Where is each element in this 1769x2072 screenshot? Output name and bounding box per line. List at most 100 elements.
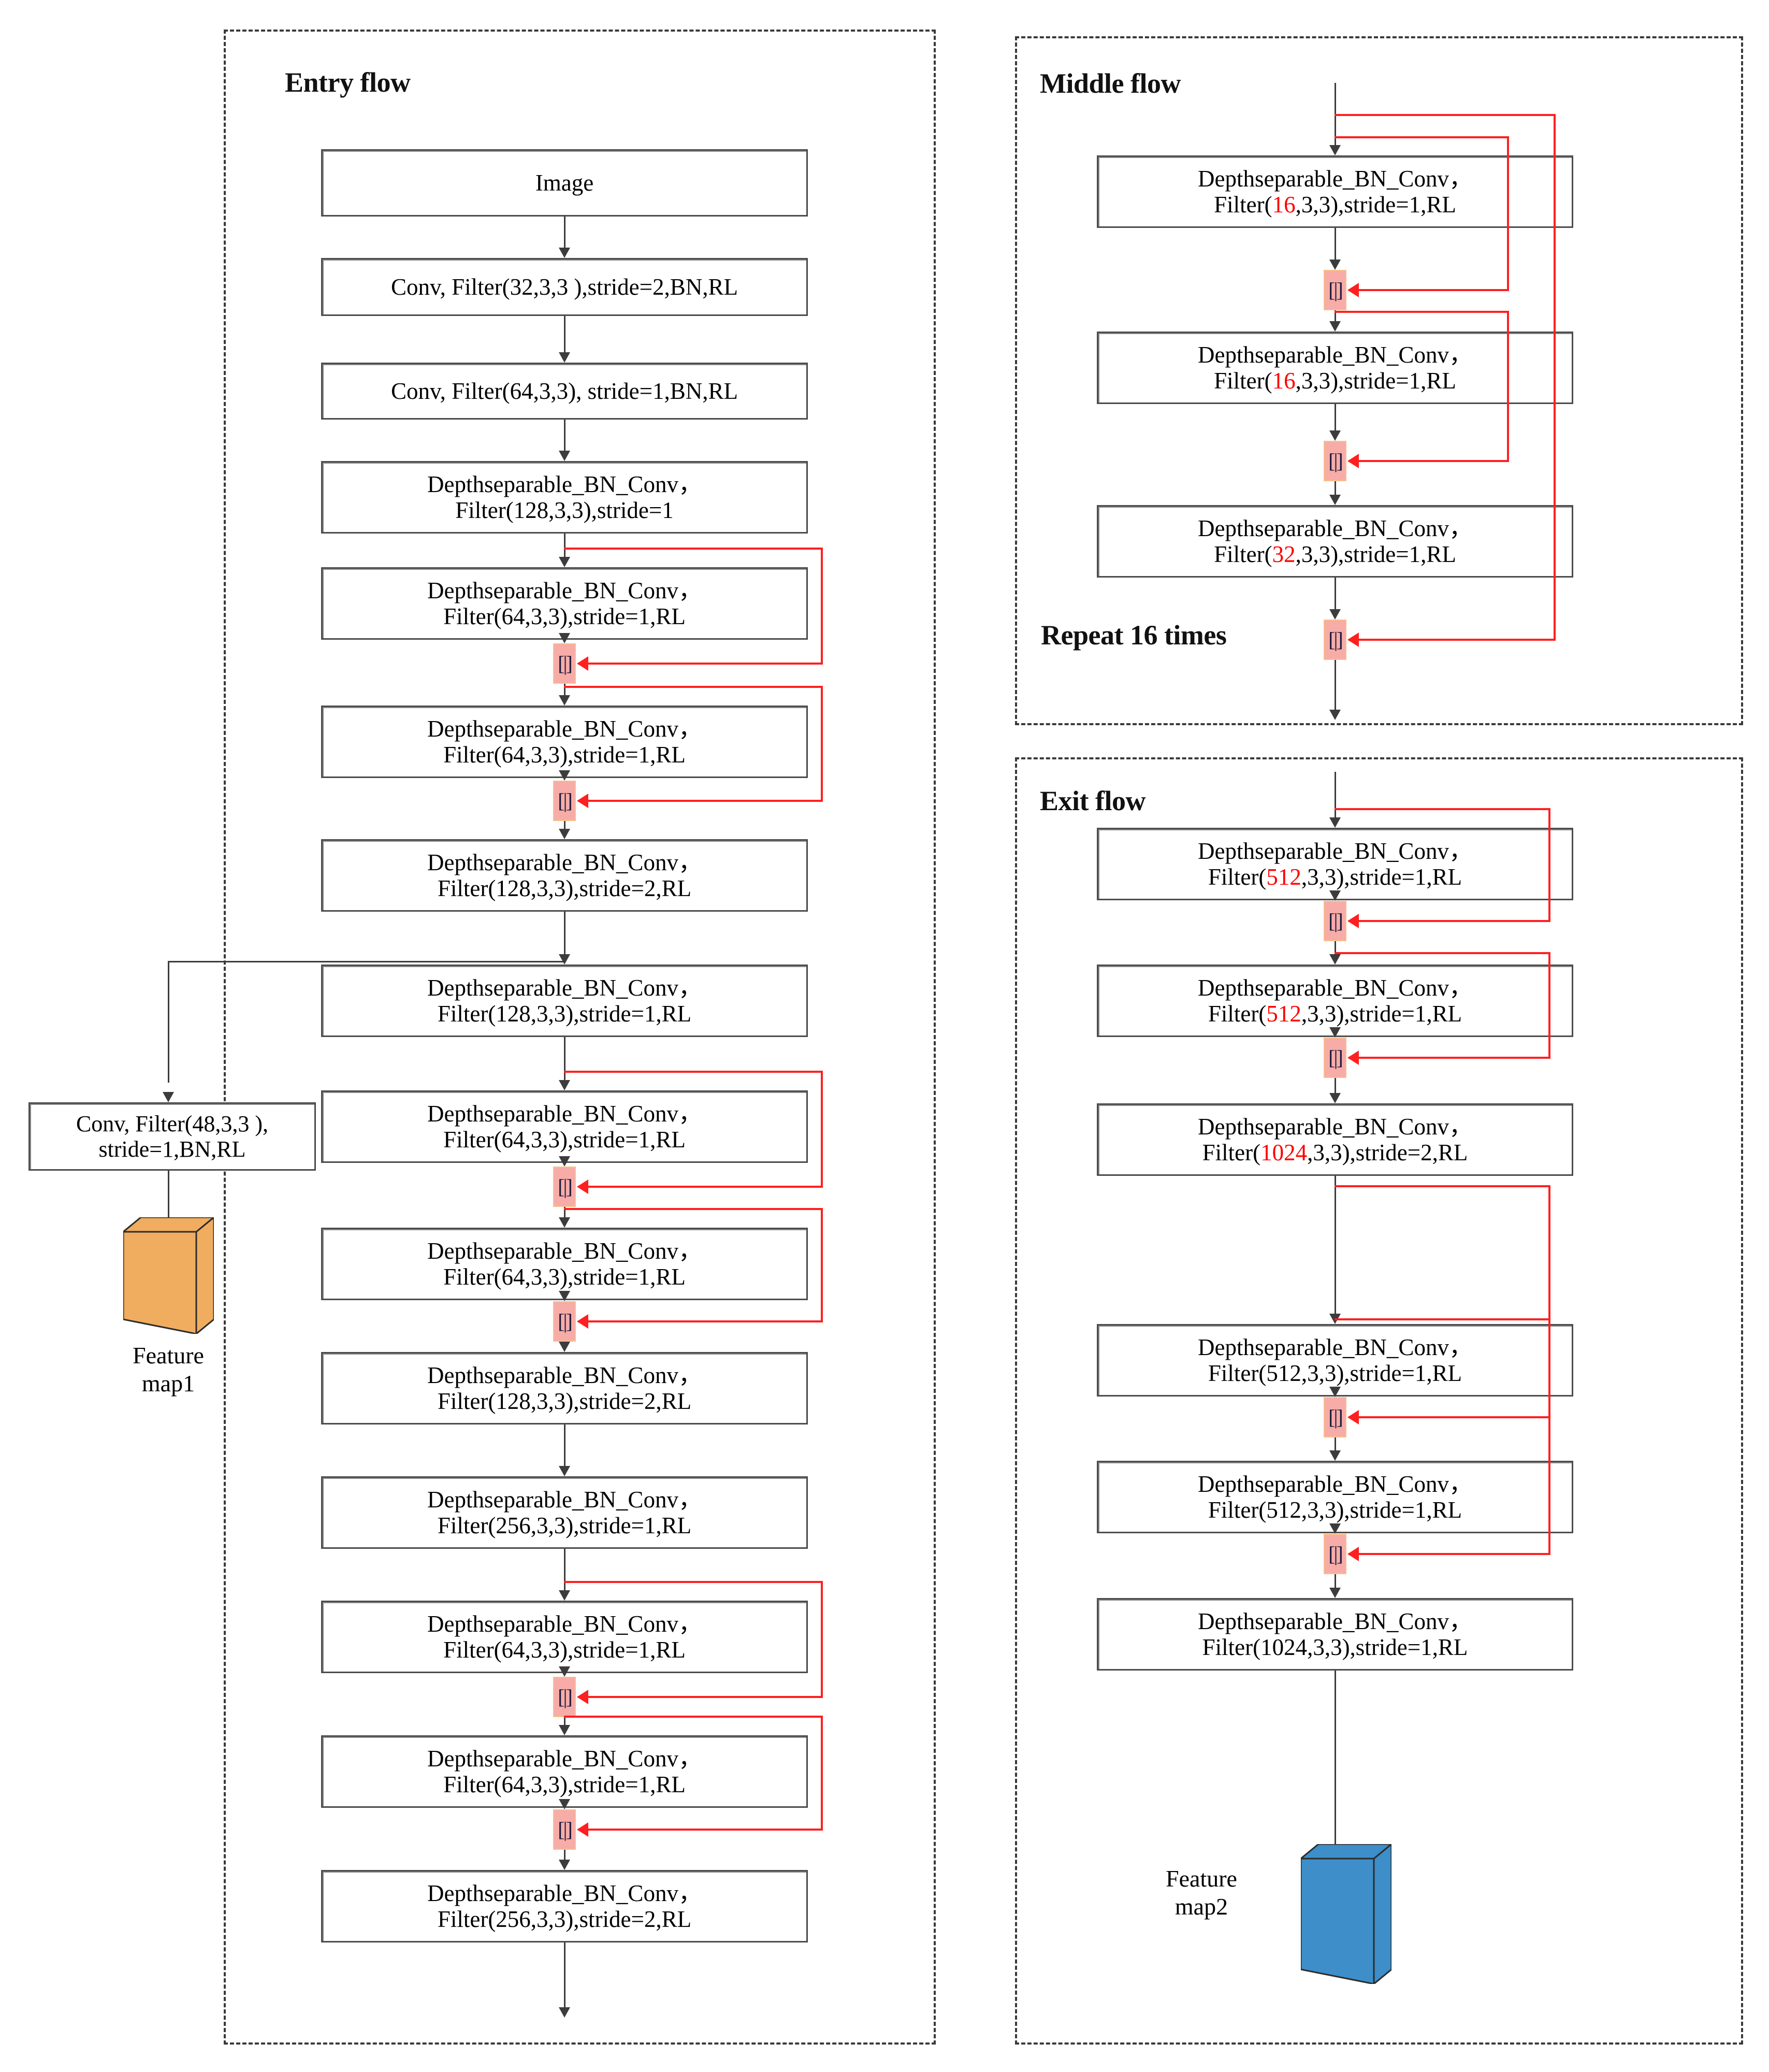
box-line-filter: Filter(1024,3,3),stride=2,RL (1202, 1140, 1468, 1166)
box-line-filter: Filter(512,3,3),stride=1,RL (1208, 1497, 1462, 1523)
feature-map-label-line: Feature (133, 1342, 204, 1369)
exit-res-arrow-3 (1347, 1547, 1359, 1561)
middle-res-top-0 (1335, 114, 1555, 116)
entry-res-bottom-5 (578, 800, 823, 802)
merge-glyph: [|] (558, 652, 573, 675)
exit-res-top-0 (1335, 808, 1550, 810)
middle-conn-0a-line (1335, 228, 1336, 261)
middle-merge-0: [|] (1324, 270, 1346, 310)
entry-res-arrow-13 (577, 1822, 588, 1837)
entry-conn-10-line (564, 1424, 566, 1467)
exit-conn-1b-arrow (1329, 1093, 1341, 1103)
exit-res-arrow-0 (1347, 914, 1359, 928)
filter-count: 512 (1266, 1497, 1301, 1523)
merge-glyph: [|] (1328, 1405, 1343, 1429)
box-line-filter: Filter(512,3,3),stride=1,RL (1208, 864, 1462, 890)
exit-conn-4b-line (1335, 1574, 1336, 1589)
exit-conn-3b-line (1335, 1437, 1336, 1451)
middle-res-bottom-1 (1349, 289, 1509, 291)
box-line: Filter(256,3,3),stride=2,RL (437, 1906, 692, 1932)
merge-glyph: [|] (558, 1175, 573, 1198)
entry-res-top-9 (564, 1208, 823, 1210)
exit-res-side-3 (1548, 1318, 1550, 1554)
entry-branch-v (168, 961, 169, 1083)
middle-res-side-2 (1507, 311, 1509, 461)
box-line: Filter(64,3,3),stride=1,RL (443, 1264, 686, 1290)
box-line: Conv, Filter(48,3,3 ), (76, 1111, 269, 1136)
exit-merge-3: [|] (1324, 1397, 1346, 1437)
box-line: Image (535, 169, 594, 196)
entry-res-side-8 (821, 1071, 823, 1187)
entry-block-e13: Depthseparable_BN_Conv，Filter(64,3,3),st… (321, 1735, 808, 1808)
merge-glyph: [|] (558, 789, 573, 812)
exit-merge-0: [|] (1324, 901, 1346, 941)
exit-res-bottom-2 (1349, 1416, 1550, 1418)
middle-res-side-1 (1507, 136, 1509, 290)
entry-conn-9a-arrow (559, 1291, 570, 1301)
entry-conn-13b-line (564, 1850, 566, 1861)
entry-res-bottom-4 (578, 663, 823, 665)
entry-conn-8b-arrow (559, 1217, 570, 1228)
entry-flow-group (224, 30, 936, 2045)
entry-conn-2-line (564, 420, 566, 452)
box-line: Filter(128,3,3),stride=2,RL (437, 1388, 692, 1414)
entry-conn-1-arrow (559, 352, 570, 363)
middle-outlet-line (1335, 660, 1336, 711)
box-line: Depthseparable_BN_Conv， (427, 1610, 702, 1637)
entry-conn-11-arrow (559, 1590, 570, 1601)
box-line: Depthseparable_BN_Conv， (1198, 1471, 1472, 1497)
entry-fm1-line (168, 1171, 169, 1234)
entry-conn-12b-line (564, 1717, 566, 1726)
exit-res-bottom-3 (1349, 1553, 1550, 1555)
middle-res-bottom-0 (1349, 639, 1556, 641)
entry-block-e5: Depthseparable_BN_Conv，Filter(64,3,3),st… (321, 706, 808, 778)
entry-res-top-13 (564, 1716, 823, 1718)
exit-res-side-0 (1548, 808, 1550, 921)
entry-conn-7-line (564, 1037, 566, 1081)
exit-block-x1: Depthseparable_BN_Conv，Filter(512,3,3),s… (1097, 965, 1573, 1037)
box-line: Depthseparable_BN_Conv， (427, 849, 702, 875)
entry-block-e6: Depthseparable_BN_Conv，Filter(128,3,3),s… (321, 839, 808, 912)
entry-res-side-4 (821, 548, 823, 664)
entry-block-e9: Depthseparable_BN_Conv，Filter(64,3,3),st… (321, 1228, 808, 1300)
box-line: Depthseparable_BN_Conv， (427, 1486, 702, 1513)
middle-conn-0a-arrow (1329, 260, 1341, 270)
box-line: Filter(128,3,3),stride=1,RL (437, 1001, 692, 1027)
middle-block-m1: Depthseparable_BN_Conv，Filter(16,3,3),st… (1097, 332, 1573, 404)
entry-conn-0-line (564, 217, 566, 249)
entry-conn-12a-arrow (559, 1666, 570, 1677)
box-line: Filter(64,3,3),stride=1,RL (443, 1637, 686, 1663)
entry-branch-arrow (163, 1092, 174, 1102)
entry-merge-4: [|] (553, 643, 576, 684)
exit-block-x2: Depthseparable_BN_Conv，Filter(1024,3,3),… (1097, 1103, 1573, 1176)
exit-flow-group (1015, 757, 1743, 2045)
box-line: Filter(64,3,3),stride=1,RL (443, 742, 686, 768)
middle-outlet-arrow (1329, 710, 1341, 720)
middle-flow-group (1015, 36, 1743, 725)
entry-conn-7-arrow (559, 1080, 570, 1090)
entry-merge-9: [|] (553, 1301, 576, 1342)
exit-conn-4b-arrow (1329, 1588, 1341, 1598)
entry-block-e1: Conv, Filter(32,3,3 ),stride=2,BN,RL (321, 258, 808, 316)
box-line-filter: Filter(512,3,3),stride=1,RL (1208, 1001, 1462, 1027)
exit-block-x0: Depthseparable_BN_Conv，Filter(512,3,3),s… (1097, 828, 1573, 900)
entry-conn-4b-line (564, 684, 566, 696)
exit-conn-0b-line (1335, 941, 1336, 955)
merge-glyph: [|] (1328, 449, 1343, 472)
filter-count: 1024 (1260, 1634, 1308, 1660)
entry-merge-5: [|] (553, 781, 576, 821)
middle-conn-1b-line (1335, 481, 1336, 496)
box-line: Depthseparable_BN_Conv， (427, 974, 702, 1001)
box-line: Depthseparable_BN_Conv， (1198, 341, 1472, 368)
entry-res-side-13 (821, 1716, 823, 1830)
exit-merge-1: [|] (1324, 1038, 1346, 1078)
entry-conn-1-line (564, 316, 566, 353)
box-line: Depthseparable_BN_Conv， (1198, 1334, 1472, 1360)
box-line: Depthseparable_BN_Conv， (427, 577, 702, 603)
box-line: stride=1,BN,RL (98, 1136, 246, 1162)
entry-res-top-4 (564, 548, 823, 550)
box-line: Depthseparable_BN_Conv， (1198, 515, 1472, 541)
entry-block-e14: Depthseparable_BN_Conv，Filter(256,3,3),s… (321, 1870, 808, 1942)
box-line: Depthseparable_BN_Conv， (1198, 974, 1472, 1001)
feature-map1-slab (123, 1217, 214, 1334)
